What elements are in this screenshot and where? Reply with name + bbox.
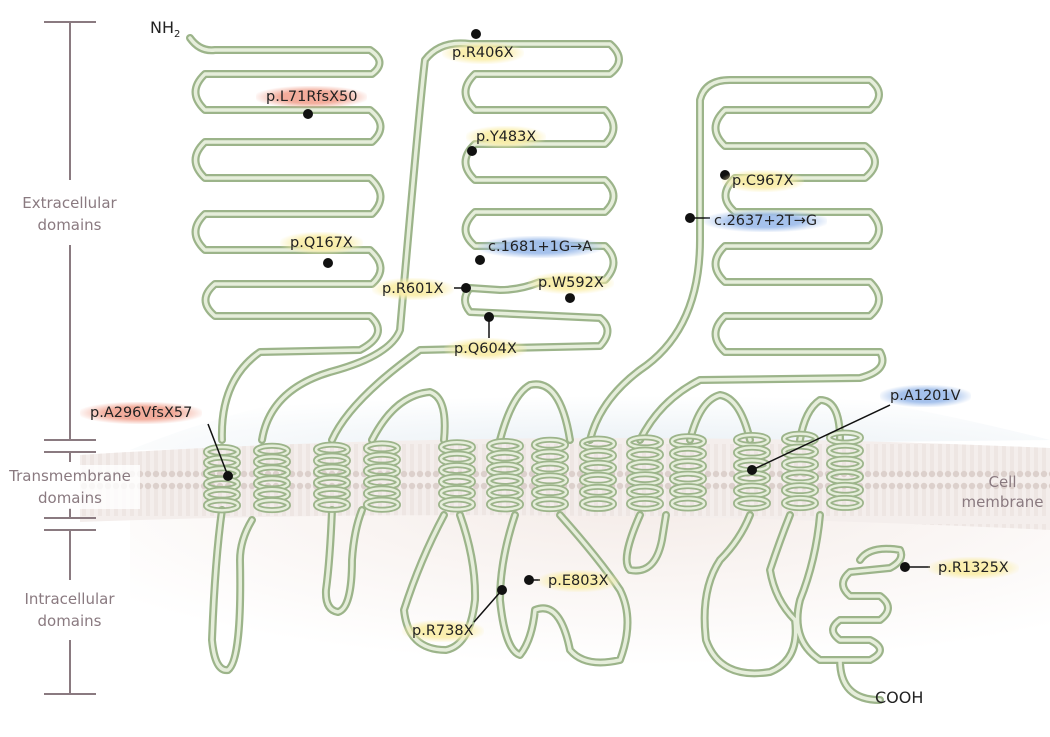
c-terminus-label: COOH — [875, 688, 924, 707]
helix-3 — [313, 441, 351, 513]
mutation-label-E803: p.E803X — [538, 570, 619, 592]
mutation-site-Q167 — [323, 258, 333, 268]
mutation-label-Y483: p.Y483X — [466, 126, 547, 148]
mutation-site-L71 — [303, 109, 313, 119]
mutation-label-C967: p.C967X — [722, 170, 804, 192]
mutation-label-R1325: p.R1325X — [928, 557, 1019, 579]
mutation-site-Y483 — [467, 146, 477, 156]
mutation-label-R601: p.R601X — [372, 278, 454, 300]
helix-10 — [669, 433, 707, 512]
mutation-label-Q167: p.Q167X — [280, 232, 363, 254]
helix-9 — [626, 434, 664, 512]
helix-1 — [203, 444, 241, 514]
mutation-site-R1325 — [900, 562, 910, 572]
n-terminus-label: NH2 — [150, 18, 181, 41]
mutation-label-c1681: c.1681+1G→A — [478, 236, 603, 258]
mutation-site-R601 — [461, 283, 471, 293]
mutation-site-R738 — [497, 585, 507, 595]
helix-11 — [733, 432, 771, 512]
extracellular-region — [130, 372, 1050, 450]
helix-13 — [826, 429, 864, 511]
mutation-label-W592: p.W592X — [528, 272, 614, 294]
mutation-label-Q604: p.Q604X — [444, 338, 527, 360]
mutation-site-R406 — [471, 29, 481, 39]
mutation-site-c1681 — [475, 255, 485, 265]
helix-5 — [438, 439, 476, 513]
mutation-label-A1201: p.A1201V — [880, 385, 971, 407]
transmembrane-helices — [203, 429, 864, 514]
mutation-label-A296: p.A296VfsX57 — [80, 402, 203, 424]
mutation-site-W592 — [565, 293, 575, 303]
helix-12 — [781, 430, 819, 512]
mutation-site-A296 — [223, 471, 233, 481]
connector-R738 — [473, 589, 503, 623]
mutation-site-A1201 — [747, 465, 757, 475]
mutation-label-c2637: c.2637+2T→G — [704, 210, 828, 232]
helix-6 — [486, 438, 524, 513]
mutation-label-R406: p.R406X — [442, 42, 524, 64]
helix-7 — [531, 436, 569, 513]
connector-A1201 — [751, 404, 891, 471]
mutation-site-c2637 — [685, 213, 695, 223]
helix-4 — [363, 440, 401, 513]
mutation-site-Q604 — [484, 312, 494, 322]
mutation-label-R738: p.R738X — [402, 620, 484, 642]
connector-A296 — [207, 423, 229, 477]
mutation-label-L71: p.L71RfsX50 — [256, 86, 368, 108]
mutation-site-E803 — [524, 575, 534, 585]
mutation-markers — [207, 29, 930, 623]
helix-2 — [253, 442, 291, 514]
intracellular-region — [130, 500, 1050, 737]
helix-8 — [579, 435, 617, 512]
domain-brackets — [44, 21, 96, 695]
